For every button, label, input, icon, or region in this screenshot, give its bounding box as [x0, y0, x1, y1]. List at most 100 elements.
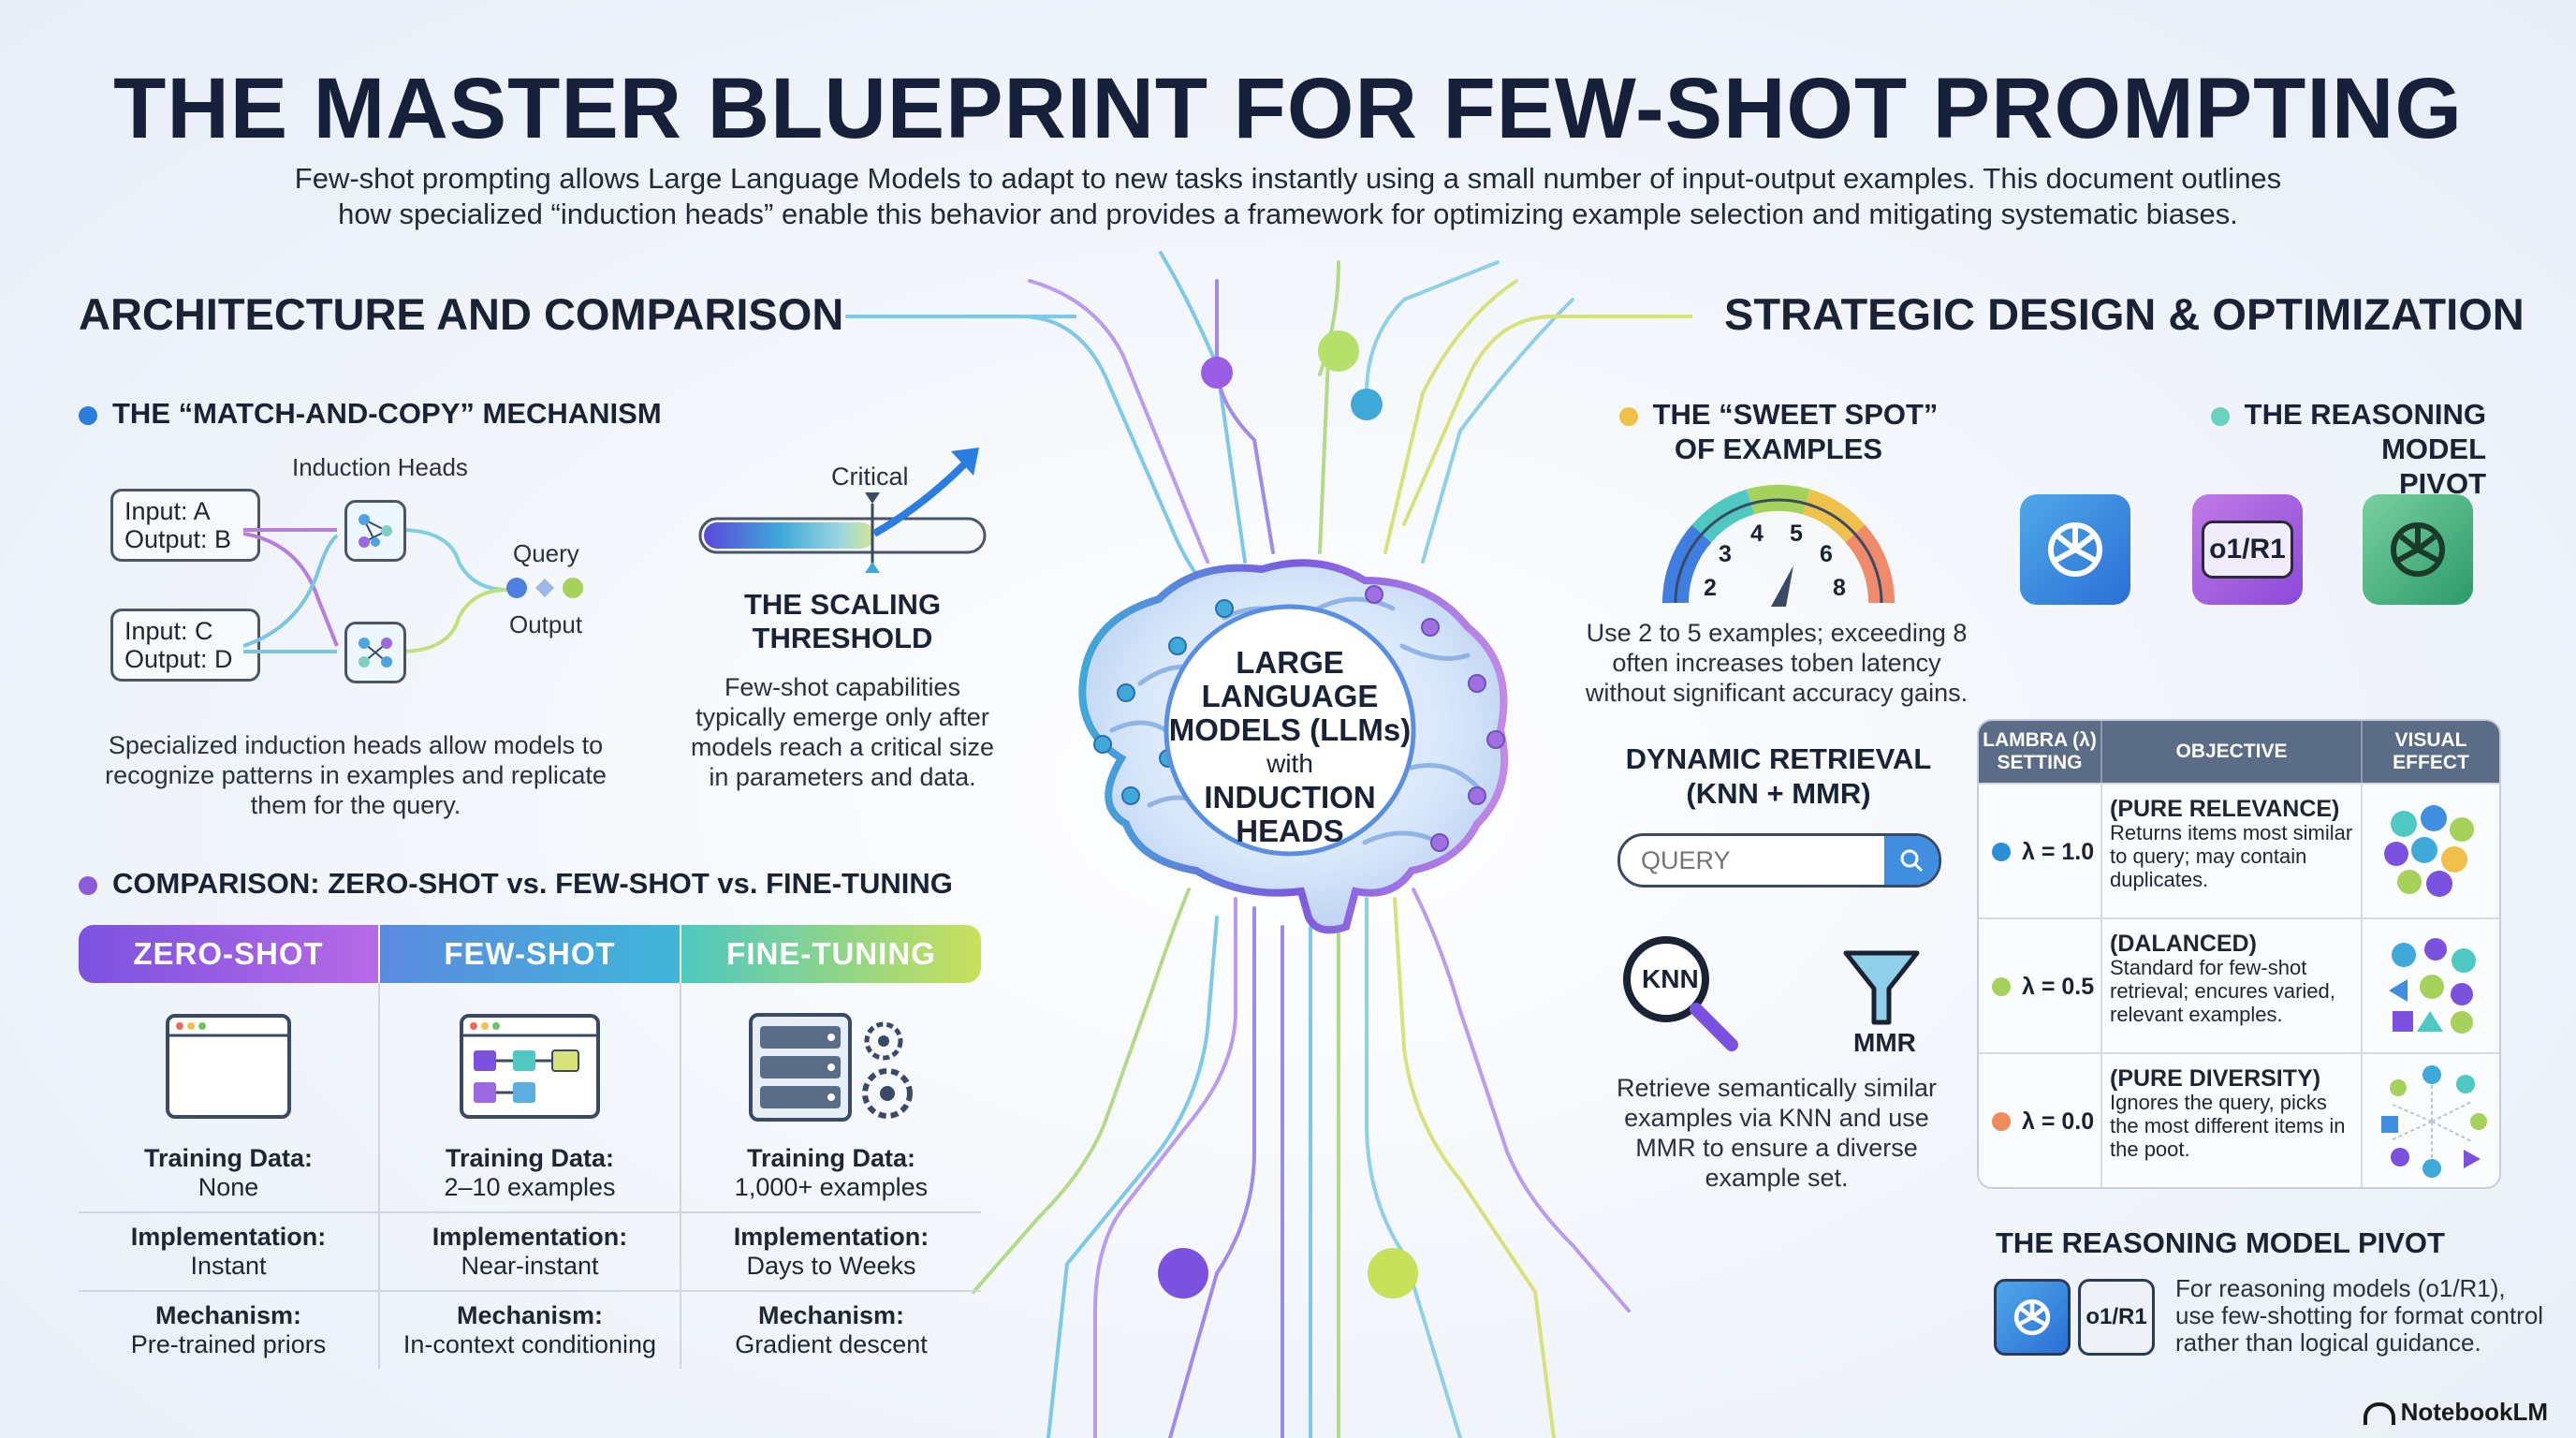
- chatgpt-app-icon: [2363, 494, 2473, 605]
- zero-shot-implementation: Implementation:Instant: [79, 1223, 378, 1281]
- column-divider: [680, 983, 681, 1369]
- objective-title: (DALANCED): [2110, 931, 2257, 957]
- output-d-text: Output: D: [124, 645, 233, 673]
- training-label: Training Data:: [143, 1144, 314, 1172]
- comparison-heading: COMPARISON: ZERO-SHOT vs. FEW-SHOT vs. F…: [79, 867, 953, 901]
- funnel-icon: [1843, 950, 1920, 1025]
- gauge-label-3: 3: [1719, 541, 1732, 567]
- training-value: None: [198, 1173, 259, 1201]
- input-a-text: Input: A: [124, 497, 211, 525]
- bullet-dot: [1618, 406, 1638, 426]
- query-input[interactable]: [1639, 844, 1877, 877]
- output-b-text: Output: B: [124, 525, 232, 553]
- lambda-cell: λ = 1.0: [1992, 785, 2094, 919]
- impl-label: Implementation:: [733, 1223, 929, 1251]
- notebooklm-brand: NotebookLM: [2363, 1398, 2548, 1427]
- mechanism-caption: Specialized induction heads allow models…: [105, 731, 607, 819]
- scaling-threshold-bar: [698, 448, 987, 573]
- mech-value: Pre-trained priors: [130, 1330, 327, 1358]
- table-row: λ = 0.0 (PURE DIVERSITY)Ignores the quer…: [1979, 1052, 2499, 1187]
- right-section-heading: STRATEGIC DESIGN & OPTIMIZATION: [1724, 289, 2525, 339]
- fine-tuning-mechanism: Mechanism:Gradient descent: [681, 1301, 981, 1359]
- retrieval-heading-line1: DYNAMIC RETRIEVAL: [1625, 742, 1932, 775]
- fine-tuning-training: Training Data:1,000+ examples: [681, 1144, 981, 1202]
- lambda-dot: [1992, 977, 2011, 996]
- retrieval-query-bar[interactable]: [1617, 833, 1941, 888]
- center-line6: HEADS: [1236, 814, 1344, 848]
- lambda-cell: λ = 0.5: [1992, 919, 2094, 1054]
- training-label: Training Data:: [746, 1144, 916, 1172]
- gauge-label-8: 8: [1833, 575, 1846, 601]
- gauge-label-4: 4: [1750, 521, 1764, 547]
- impl-value: Near-instant: [461, 1252, 599, 1280]
- left-section-heading: ARCHITECTURE AND COMPARISON: [79, 289, 844, 339]
- few-shot-implementation: Implementation:Near-instant: [380, 1223, 680, 1281]
- balanced-shapes-icon: [2389, 938, 2476, 1034]
- impl-value: Days to Weeks: [746, 1252, 916, 1280]
- few-shot-mechanism: Mechanism:In-context conditioning: [380, 1301, 680, 1359]
- zero-shot-training: Training Data:None: [79, 1144, 378, 1202]
- example-box-c: Input: C Output: D: [110, 609, 260, 682]
- page-title: THE MASTER BLUEPRINT FOR FEW-SHOT PROMPT…: [113, 61, 2463, 156]
- comparison-heading-text: COMPARISON: ZERO-SHOT vs. FEW-SHOT vs. F…: [112, 867, 953, 900]
- induction-heads-label: Induction Heads: [292, 453, 468, 481]
- retrieval-heading-line2: (KNN + MMR): [1686, 777, 1871, 810]
- mechanism-heading-text: THE “MATCH-AND-COPY” MECHANISM: [112, 397, 662, 430]
- gauge-label-2: 2: [1704, 575, 1717, 601]
- fine-tuning-implementation: Implementation:Days to Weeks: [681, 1223, 981, 1281]
- pivot-top-heading: THE REASONING MODEL PIVOT: [2112, 397, 2486, 501]
- impl-label: Implementation:: [130, 1223, 327, 1251]
- lambda-cell: λ = 0.0: [1992, 1054, 2095, 1187]
- table-header-objective: OBJECTIVE: [2102, 721, 2363, 783]
- query-output-tokens: [506, 578, 583, 598]
- search-icon: [1900, 849, 1924, 873]
- pivot-bottom-heading: THE REASONING MODEL PIVOT: [1996, 1226, 2445, 1259]
- example-box-a: Input: A Output: B: [110, 489, 260, 562]
- bullet-dot: [2210, 406, 2230, 426]
- scaling-heading-line1: THE SCALING: [743, 588, 942, 621]
- sweet-spot-heading: THE “SWEET SPOT” OF EXAMPLES: [1610, 397, 1947, 466]
- sweet-spot-gauge: [1661, 484, 1895, 607]
- center-line1: LARGE: [1236, 645, 1344, 680]
- lambda-dot: [1992, 1112, 2011, 1131]
- gauge-label-5: 5: [1790, 521, 1803, 547]
- zero-shot-mechanism: Mechanism:Pre-trained priors: [79, 1301, 378, 1359]
- row-divider: [79, 1211, 981, 1213]
- openai-app-icon-small: [1994, 1279, 2071, 1356]
- training-value: 1,000+ examples: [734, 1173, 929, 1201]
- table-divider: [2100, 783, 2102, 1187]
- impl-value: Instant: [190, 1252, 267, 1280]
- brain-illustration: [1078, 559, 1509, 934]
- retrieval-heading: DYNAMIC RETRIEVAL (KNN + MMR): [1591, 741, 1966, 811]
- o1-r1-label: o1/R1: [2202, 521, 2293, 579]
- page-subtitle: Few-shot prompting allows Large Language…: [294, 162, 2282, 230]
- training-label: Training Data:: [445, 1144, 615, 1172]
- sweet-spot-heading-line1: THE “SWEET SPOT”: [1652, 398, 1939, 431]
- table-row: λ = 1.0 (PURE RELEVANCE)Returns items mo…: [1979, 783, 2499, 919]
- zero-shot-header: ZERO-SHOT: [79, 925, 378, 983]
- mech-label: Mechanism:: [757, 1301, 905, 1329]
- pivot-top-heading-line1: THE REASONING MODEL: [2244, 398, 2486, 465]
- column-divider: [378, 983, 380, 1369]
- mmr-label: MMR: [1853, 1028, 1916, 1057]
- mech-label: Mechanism:: [154, 1301, 302, 1329]
- search-button[interactable]: [1884, 836, 1939, 885]
- lambda-value: λ = 0.0: [2022, 1108, 2095, 1135]
- query-label: Query: [513, 539, 579, 567]
- table-row: λ = 0.5 (DALANCED)Standard for few-shot …: [1979, 917, 2499, 1054]
- lambda-table: LAMBRA (λ) SETTING OBJECTIVE VISUAL EFFE…: [1977, 719, 2501, 1189]
- center-line5: INDUCTION: [1204, 780, 1376, 814]
- fine-tuning-header: FINE-TUNING: [681, 925, 981, 983]
- objective-desc: Ignores the query, picks the most differ…: [2110, 1091, 2346, 1161]
- notebooklm-logo-icon: [2363, 1402, 2395, 1426]
- output-label: Output: [509, 610, 583, 638]
- knn-label: KNN: [1642, 964, 1699, 993]
- objective-desc: Returns items most similar to query; may…: [2110, 821, 2353, 891]
- bullet-dot: [79, 405, 97, 425]
- scaling-caption: Few-shot capabilities typically emerge o…: [690, 673, 995, 791]
- few-shot-training: Training Data:2–10 examples: [380, 1144, 680, 1202]
- mech-value: In-context conditioning: [402, 1330, 657, 1358]
- critical-label: Critical: [831, 462, 909, 491]
- objective-desc: Standard for few-shot retrieval; encures…: [2110, 956, 2335, 1026]
